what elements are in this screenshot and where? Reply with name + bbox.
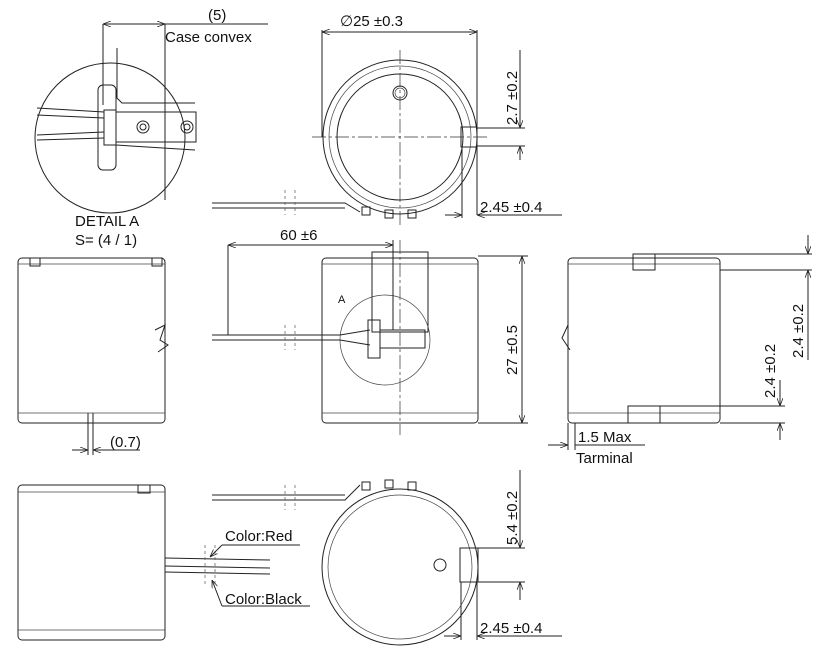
side-bottom-dimension: 2.4 ±0.2 [762, 344, 779, 398]
terminal-max-dimension: 1.5 Max [578, 429, 632, 446]
wire-black-label: Color:Black [225, 591, 302, 608]
case-convex-dimension: (5) [208, 7, 226, 24]
left-side-view: (0.7) [17, 257, 169, 455]
front-view: 60 ±6 A 27 ±0.5 [212, 227, 528, 435]
height-dimension: 27 ±0.5 [504, 325, 521, 375]
detail-marker: A [338, 294, 346, 306]
case-convex-label: Case convex [165, 29, 252, 46]
top-view: ∅25 ±0.3 2.7 ±0.2 2.45 ±0.4 [212, 13, 562, 225]
right-side-view: 2.4 ±0.2 2.4 ±0.2 1.5 Max Tarminal [548, 235, 812, 467]
top-protrusion-dimension: 2.45 ±0.4 [480, 199, 542, 216]
wire-red-label: Color:Red [225, 528, 293, 545]
bottom-side-view: Color:Red Color:Black [17, 484, 310, 641]
diameter-dimension: ∅25 ±0.3 [340, 13, 403, 30]
bottom-view: 5.4 ±0.2 2.45 ±0.4 [212, 470, 562, 646]
bottom-offset-dimension: 5.4 ±0.2 [504, 491, 521, 545]
detail-scale: S= (4 / 1) [75, 232, 137, 249]
detail-title: DETAIL A [75, 213, 139, 230]
top-offset-dimension: 2.7 ±0.2 [504, 71, 521, 125]
bottom-protrusion-dimension: 2.45 ±0.4 [480, 620, 542, 637]
side-top-dimension: 2.4 ±0.2 [790, 304, 807, 358]
terminal-label: Tarminal [576, 450, 633, 467]
pin-dimension: (0.7) [110, 434, 141, 451]
detail-a-view: (5) Case convex DETAIL A S= (4 / 1) [34, 7, 268, 249]
lead-length-dimension: 60 ±6 [280, 227, 317, 244]
